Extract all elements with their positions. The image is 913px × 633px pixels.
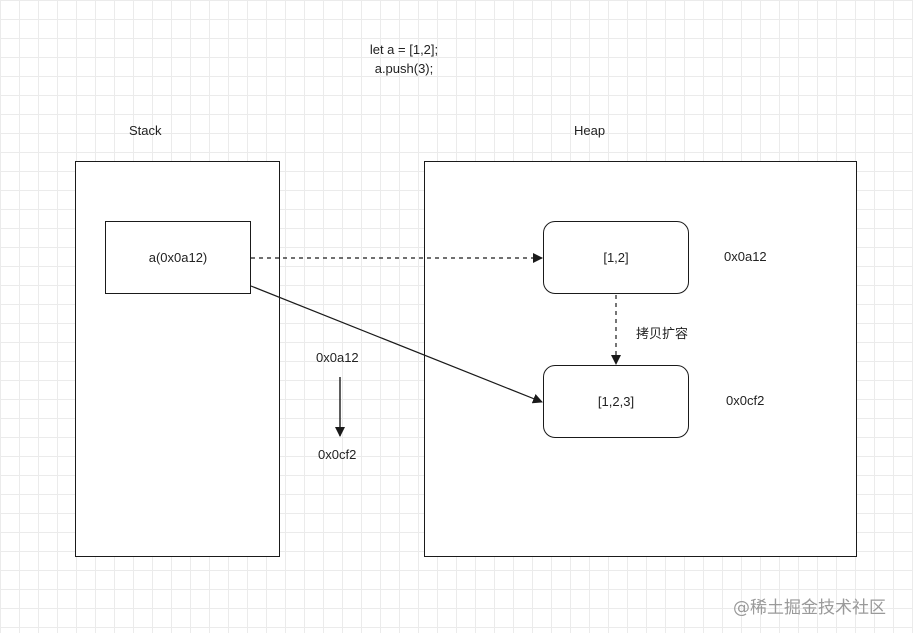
heap-object-new-address: 0x0cf2 xyxy=(726,393,765,408)
heap-object-new: [1,2,3] xyxy=(543,365,689,438)
heap-title: Heap xyxy=(574,123,606,138)
stack-variable-box: a(0x0a12) xyxy=(105,221,251,294)
code-line-1: let a = [1,2]; xyxy=(369,42,439,57)
copy-expand-label: 拷贝扩容 xyxy=(636,327,689,342)
code-line-2: a.push(3); xyxy=(374,61,434,76)
heap-object-old-value: [1,2] xyxy=(603,250,629,265)
heap-object-new-value: [1,2,3] xyxy=(597,394,635,409)
stack-variable-label: a(0x0a12) xyxy=(148,250,208,265)
stack-title: Stack xyxy=(129,123,162,138)
heap-object-old-address: 0x0a12 xyxy=(724,249,767,264)
watermark-logo: @稀土掘金技术社区 xyxy=(733,598,886,618)
address-before-label: 0x0a12 xyxy=(316,350,359,365)
heap-object-old: [1,2] xyxy=(543,221,689,294)
address-after-label: 0x0cf2 xyxy=(318,447,357,462)
